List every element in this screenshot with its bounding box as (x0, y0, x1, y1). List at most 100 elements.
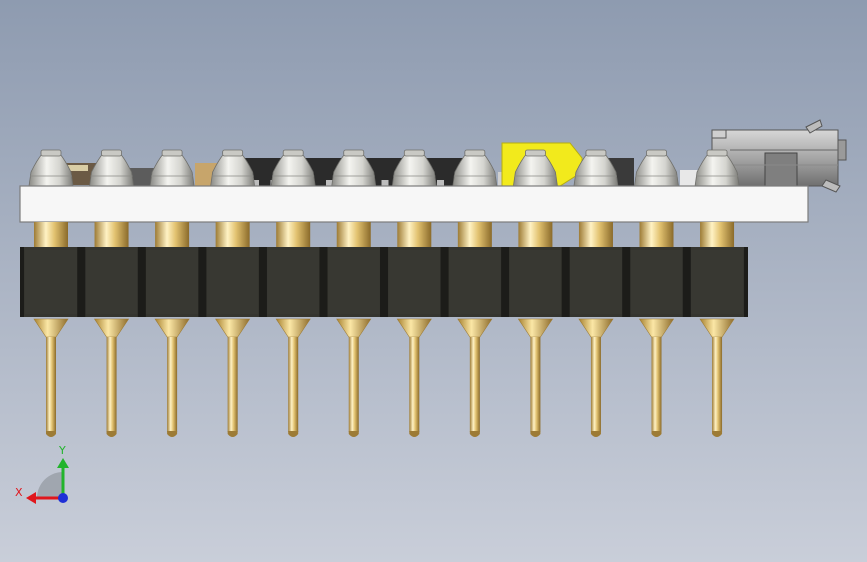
usb-clip-bottom (821, 179, 841, 193)
pin-tip (167, 431, 178, 437)
usb-tab-top (711, 129, 727, 139)
header-pin (699, 318, 735, 437)
header-divider (682, 247, 691, 317)
header-cell (146, 250, 199, 314)
triad-plane-quadrant (37, 472, 63, 498)
chip-lead (381, 180, 389, 186)
pin-tip (590, 431, 601, 437)
pin-socket (694, 149, 740, 187)
header-pin-row (33, 318, 735, 437)
pin-tip (530, 431, 541, 437)
pin-tip (348, 431, 359, 437)
header-pin (457, 318, 493, 437)
pin-shaft (469, 337, 480, 432)
pin-socket (210, 149, 256, 187)
pin-socket (573, 149, 619, 187)
pin-tip (227, 431, 238, 437)
header-divider (561, 247, 570, 317)
header-cell (327, 250, 380, 314)
socket-rim (403, 149, 425, 157)
header-pin (154, 318, 190, 437)
header-cell (388, 250, 441, 314)
socket-rim (343, 149, 365, 157)
chip-lead (252, 180, 259, 186)
header-cell (509, 250, 562, 314)
pin-shaft (227, 337, 238, 432)
header-divider (258, 247, 267, 317)
pin-sleeve (518, 222, 553, 247)
socket-rim (646, 149, 667, 157)
chip-lead (326, 180, 333, 186)
pin-tip (288, 431, 299, 437)
smd-part-left-cap (66, 165, 88, 171)
socket-rim (222, 149, 244, 157)
pin-sleeve (397, 222, 432, 247)
usb-clip-top (805, 119, 823, 134)
socket-rim (585, 149, 607, 157)
pin-shaft (106, 337, 117, 432)
usb-mouth (837, 139, 847, 161)
header-cell (569, 250, 622, 314)
pin-shaft (409, 337, 420, 432)
header-divider (622, 247, 631, 317)
pin-sleeve (155, 222, 190, 247)
coordinate-triad: Y X (15, 444, 69, 504)
header-divider (319, 247, 328, 317)
socket-rim (282, 149, 304, 157)
pin-socket (512, 149, 558, 187)
header-pin (215, 318, 251, 437)
header-pin (33, 318, 69, 437)
pin-tip (469, 431, 480, 437)
pin-tip (106, 431, 117, 437)
pin-shaft (288, 337, 299, 432)
header-cell (206, 250, 259, 314)
header-pin (517, 318, 553, 437)
pin-sleeve (336, 222, 371, 247)
pcb-board (19, 185, 809, 223)
pin-sleeve (215, 222, 250, 247)
pin-socket (28, 149, 74, 187)
header-cell (267, 250, 320, 314)
smd-part-6 (680, 170, 698, 186)
pin-socket (391, 149, 437, 187)
pin-tip (712, 431, 723, 437)
header-cell (630, 250, 683, 314)
triad-y-arrowhead (57, 458, 69, 468)
header-pin (336, 318, 372, 437)
header-divider (137, 247, 146, 317)
socket-rim (464, 149, 486, 157)
pin-shaft (651, 337, 662, 432)
chip-lead (437, 180, 444, 186)
pin-socket (89, 149, 135, 187)
header-divider (198, 247, 207, 317)
header-pin (638, 318, 675, 437)
socket-rim (525, 149, 546, 157)
triad-y-label: Y (58, 444, 66, 457)
header-divider (440, 247, 449, 317)
pin-header-body (20, 247, 748, 317)
header-edge-left (20, 247, 24, 317)
pin-sleeve (578, 222, 613, 247)
header-divider (380, 247, 389, 317)
pin-shaft (590, 337, 601, 432)
pin-sleeve (457, 222, 492, 247)
header-cell (691, 250, 744, 314)
usb-connector (711, 119, 847, 193)
pin-sleeve (700, 222, 735, 247)
header-divider (77, 247, 86, 317)
pin-sleeve (276, 222, 311, 247)
header-pin (275, 318, 311, 437)
pin-sleeve (94, 222, 129, 247)
header-cell (85, 250, 138, 314)
socket-rim (101, 149, 122, 157)
pin-shaft (348, 337, 359, 432)
pin-sleeve (34, 222, 68, 247)
header-divider (501, 247, 510, 317)
header-cell (25, 250, 77, 314)
pin-shaft (530, 337, 541, 432)
header-cell (448, 250, 501, 314)
socket-rim (40, 149, 62, 157)
pin-socket (331, 149, 377, 187)
